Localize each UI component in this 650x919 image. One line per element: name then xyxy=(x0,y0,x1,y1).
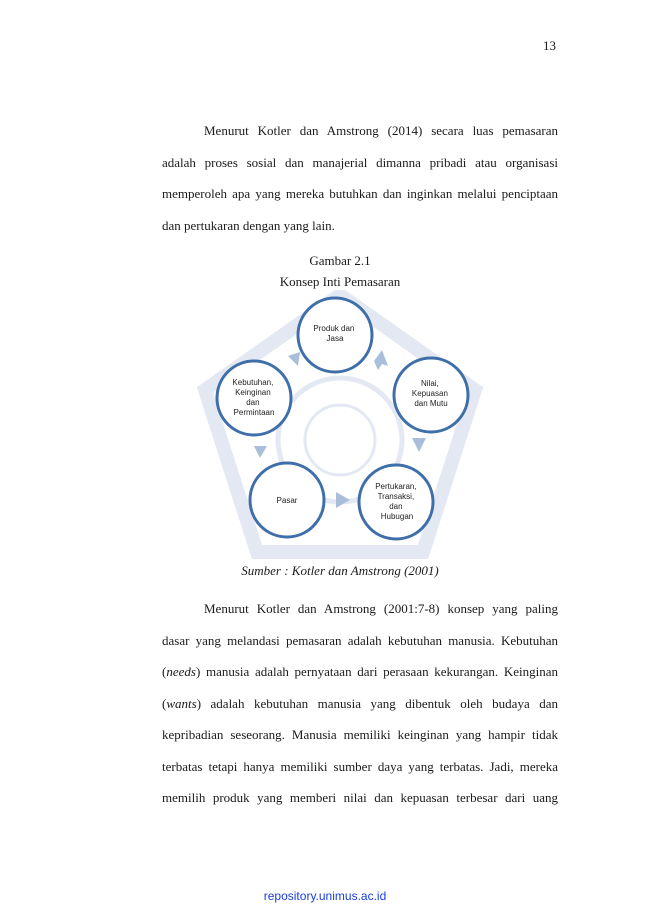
node-circle xyxy=(215,359,293,437)
paren: ( xyxy=(162,664,167,679)
paragraph-1-line: dan pertukaran dengan yang lain. xyxy=(162,217,335,233)
paragraph-2-text: ) manusia adalah pernyataan dari perasaa… xyxy=(195,664,558,679)
paragraph-1-line: memperoleh apa yang mereka butuhkan dan … xyxy=(162,186,558,201)
node-kebutuhan-keinginan-permintaan: Kebutuhan, Keinginan dan Permintaan xyxy=(232,378,275,417)
paragraph-2-line: kepribadian seseorang. Manusia memiliki … xyxy=(162,727,558,742)
term-wants: wants xyxy=(166,695,197,711)
node-label-line: Pasar xyxy=(277,496,298,505)
node-label-line: Permintaan xyxy=(234,408,275,417)
node-label-line: dan Mutu xyxy=(414,399,447,408)
node-label-line: Jasa xyxy=(327,334,344,343)
node-circle xyxy=(392,356,470,434)
paren: ( xyxy=(162,695,167,711)
figure-title: Konsep Inti Pemasaran xyxy=(279,274,401,289)
term-needs: needs xyxy=(166,664,196,679)
figure-label: Gambar 2.1 xyxy=(309,253,371,268)
arrow-4-to-5 xyxy=(254,446,267,458)
paragraph-2-line: (needs) manusia adalah pernyataan dari p… xyxy=(162,656,558,688)
node-pasar: Pasar xyxy=(277,496,298,505)
repository-link[interactable]: repository.unimus.ac.id xyxy=(263,889,387,903)
node-label-line: dan xyxy=(246,398,259,407)
node-circle xyxy=(248,461,326,539)
node-label-line: Kepuasan xyxy=(412,389,448,398)
node-pertukaran-transaksi-hubungan: Pertukaran, Transaksi, dan Hubugan xyxy=(375,482,419,521)
paragraph-2-line: memilih produk yang memberi nilai dan ke… xyxy=(162,790,558,805)
node-label-line: Produk dan xyxy=(313,324,354,333)
node-label-line: Kebutuhan, xyxy=(232,378,273,387)
arrow-2-to-3 xyxy=(412,438,426,452)
node-label-line: Hubugan xyxy=(381,512,413,521)
node-nilai-kepuasan-mutu: Nilai, Kepuasan dan Mutu xyxy=(412,379,450,408)
arrow-1-to-2 xyxy=(374,350,388,370)
paragraph-2-line: (wants) adalah kebutuhan manusia yang di… xyxy=(162,688,558,720)
page-number: 13 xyxy=(543,38,556,53)
node-label-line: Pertukaran, xyxy=(375,482,416,491)
paragraph-2-text: ) adalah kebutuhan manusia yang dibentuk… xyxy=(196,695,558,711)
node-label-line: Nilai, xyxy=(421,379,439,388)
paragraph-2: Menurut Kotler dan Amstrong (2001:7-8) k… xyxy=(162,593,558,814)
paragraph-2-line: terbatas tetapi hanya memiliki sumber da… xyxy=(162,758,558,774)
node-label-line: Transaksi, xyxy=(378,492,415,501)
figure-source: Sumber : Kotler dan Amstrong (2001) xyxy=(241,563,439,578)
paragraph-1-line: Menurut Kotler dan Amstrong (2014) secar… xyxy=(204,123,558,138)
node-label-line: dan xyxy=(389,502,402,511)
paragraph-1-line: adalah proses sosial dan manajerial dima… xyxy=(162,154,558,170)
marketing-core-concept-diagram: Produk dan Jasa Nilai, Kepuasan dan Mutu… xyxy=(215,296,470,541)
arrow-3-to-4 xyxy=(336,492,350,508)
node-produk-jasa: Produk dan Jasa xyxy=(313,324,356,343)
paragraph-2-line: Menurut Kotler dan Amstrong (2001:7-8) k… xyxy=(204,601,558,616)
node-circle xyxy=(296,296,374,374)
paragraph-2-line: dasar yang melandasi pemasaran adalah ke… xyxy=(162,632,558,648)
node-circle xyxy=(357,463,435,541)
node-label-line: Keinginan xyxy=(235,388,271,397)
paragraph-1: Menurut Kotler dan Amstrong (2014) secar… xyxy=(162,115,558,241)
arrow-5-to-1 xyxy=(288,352,300,366)
